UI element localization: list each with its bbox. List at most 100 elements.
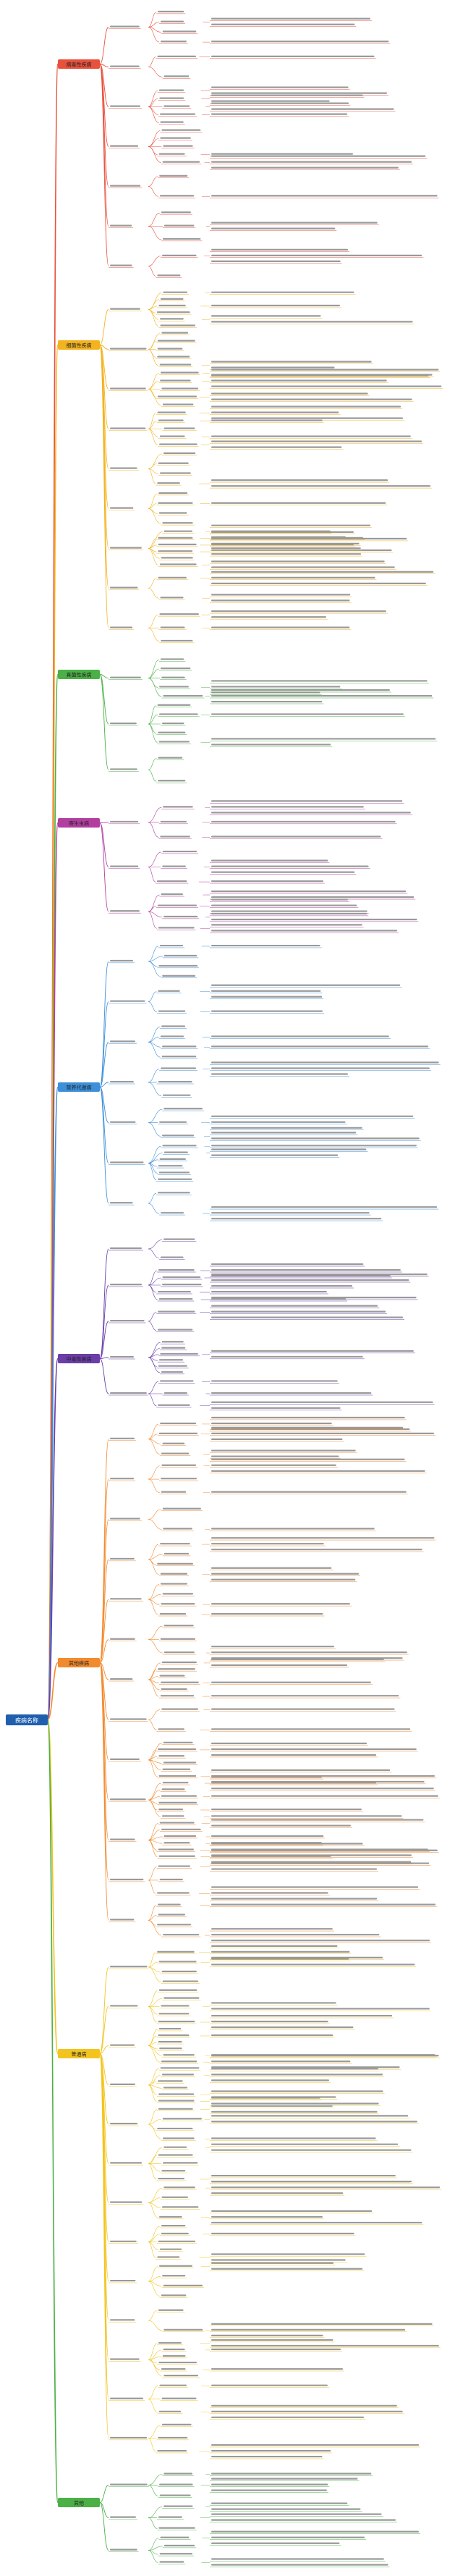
node-label[interactable] [211, 1945, 338, 1947]
node-label[interactable] [110, 676, 141, 678]
node-label[interactable] [211, 167, 399, 169]
node-label[interactable] [159, 2494, 191, 2496]
node-label[interactable] [211, 304, 340, 307]
node-label[interactable] [159, 613, 199, 615]
node-label[interactable] [211, 1892, 328, 1894]
node-label[interactable] [211, 689, 390, 691]
node-label[interactable] [211, 904, 357, 906]
node-label[interactable] [211, 1438, 343, 1440]
node-label[interactable] [211, 695, 433, 697]
node-label[interactable] [211, 2015, 393, 2017]
node-label[interactable] [110, 1320, 145, 1322]
node-label[interactable] [211, 1681, 371, 1683]
node-label[interactable] [211, 859, 328, 862]
node-label[interactable] [211, 1950, 350, 1953]
node-label[interactable] [161, 387, 199, 390]
node-label[interactable] [158, 1165, 183, 1167]
node-label[interactable] [211, 2115, 409, 2117]
node-label[interactable] [161, 1371, 183, 1373]
node-label[interactable] [211, 2110, 378, 2113]
node-label[interactable] [211, 1809, 362, 1811]
node-label[interactable] [110, 1598, 142, 1600]
node-label[interactable] [211, 738, 436, 740]
node-label[interactable] [211, 502, 386, 504]
node-label[interactable] [161, 332, 189, 334]
node-label[interactable] [159, 2483, 193, 2485]
node-label[interactable] [211, 2192, 344, 2194]
node-label[interactable] [158, 1668, 195, 1670]
node-label[interactable] [211, 1886, 419, 1888]
node-label[interactable] [211, 485, 431, 487]
node-label[interactable] [162, 1145, 197, 1147]
node-label[interactable] [211, 2384, 328, 2386]
node-label[interactable] [211, 2416, 365, 2418]
node-label[interactable] [211, 1145, 417, 1147]
node-label[interactable] [211, 446, 342, 448]
node-label[interactable] [162, 1094, 191, 1096]
node-label[interactable] [158, 2100, 195, 2102]
node-label[interactable] [211, 2221, 422, 2224]
node-label[interactable] [158, 1404, 190, 1406]
node-label[interactable] [211, 1776, 322, 1778]
node-label[interactable] [211, 2478, 358, 2480]
node-label[interactable] [157, 411, 186, 413]
node-label[interactable] [211, 1148, 367, 1150]
node-label[interactable] [211, 680, 428, 682]
node-label[interactable] [211, 385, 442, 387]
node-label[interactable] [162, 1768, 191, 1770]
node-label[interactable] [211, 1695, 399, 1697]
node-label[interactable] [211, 524, 371, 526]
node-label[interactable] [159, 686, 189, 688]
node-label[interactable] [211, 2137, 376, 2139]
node-label[interactable] [160, 371, 199, 374]
node-label[interactable] [161, 893, 183, 896]
node-label[interactable] [211, 553, 362, 555]
node-label[interactable] [211, 361, 372, 363]
node-label[interactable] [157, 1950, 195, 1953]
category-node[interactable]: 病毒性疾病 [58, 59, 100, 69]
category-node[interactable]: 其他 [58, 2498, 100, 2507]
node-label[interactable] [157, 340, 195, 342]
node-label[interactable] [211, 1567, 332, 1569]
node-label[interactable] [211, 2066, 400, 2068]
node-label[interactable] [211, 315, 321, 317]
node-label[interactable] [158, 1359, 184, 1361]
node-label[interactable] [158, 419, 184, 421]
node-label[interactable] [158, 153, 185, 155]
node-label[interactable] [211, 23, 355, 25]
node-label[interactable] [110, 2358, 140, 2360]
node-label[interactable] [211, 2143, 399, 2145]
node-label[interactable] [158, 757, 183, 759]
node-label[interactable] [110, 387, 146, 390]
node-label[interactable] [162, 522, 193, 524]
node-label[interactable] [110, 185, 141, 187]
node-label[interactable] [211, 2232, 354, 2235]
node-label[interactable] [163, 1392, 187, 1394]
node-label[interactable] [157, 1924, 192, 1926]
node-label[interactable] [161, 2196, 188, 2198]
node-label[interactable] [211, 1121, 346, 1123]
node-label[interactable] [163, 2348, 185, 2351]
node-label[interactable] [157, 2127, 193, 2130]
node-label[interactable] [211, 2034, 334, 2037]
node-label[interactable] [160, 2067, 200, 2069]
node-label[interactable] [160, 1352, 198, 1355]
node-label[interactable] [162, 1442, 185, 1444]
node-label[interactable] [159, 2215, 182, 2218]
node-label[interactable] [158, 2309, 184, 2311]
node-label[interactable] [161, 1452, 190, 1455]
node-label[interactable] [157, 1892, 190, 1894]
node-label[interactable] [110, 1638, 135, 1640]
node-label[interactable] [211, 1297, 417, 1299]
node-label[interactable] [110, 1356, 134, 1358]
node-label[interactable] [211, 800, 403, 802]
node-label[interactable] [163, 1651, 195, 1654]
node-label[interactable] [211, 94, 363, 96]
node-label[interactable] [211, 1269, 401, 1271]
node-label[interactable] [162, 975, 196, 977]
node-label[interactable] [161, 2232, 189, 2235]
node-label[interactable] [211, 594, 351, 596]
node-label[interactable] [110, 467, 137, 469]
node-label[interactable] [110, 1798, 146, 1801]
node-label[interactable] [162, 237, 201, 240]
